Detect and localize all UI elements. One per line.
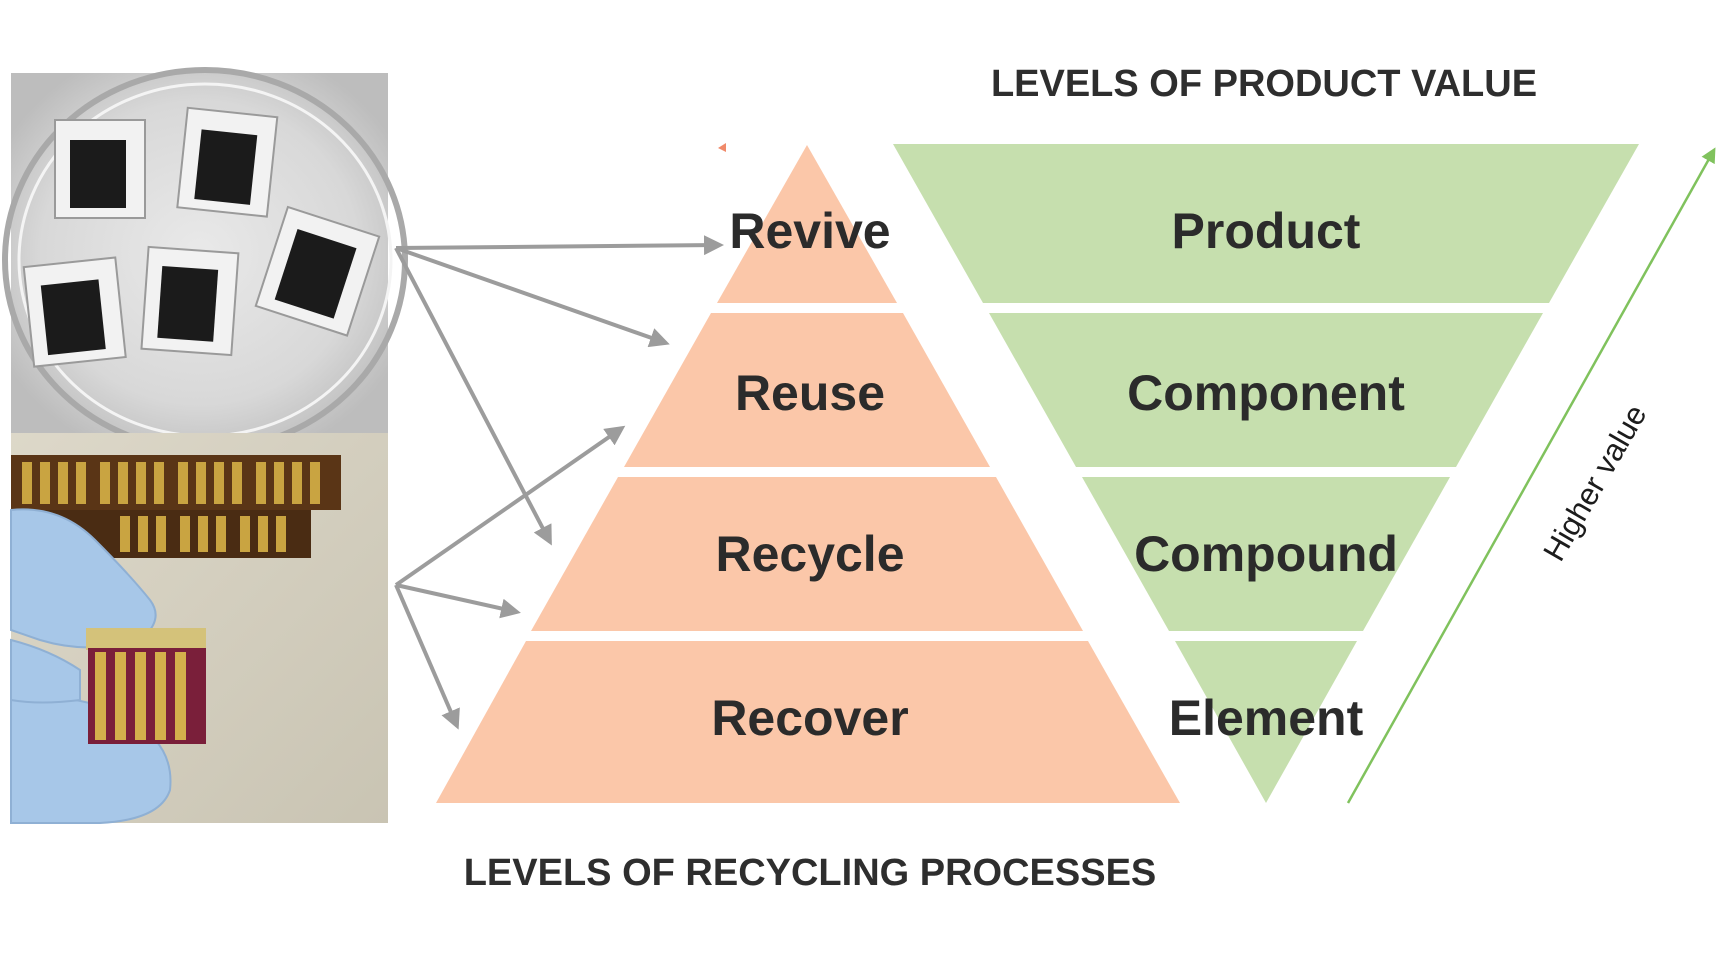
pyramid-level-recycle — [531, 477, 1083, 631]
heading-recycling-processes: LEVELS OF RECYCLING PROCESSES — [464, 852, 1157, 894]
recycling-pyramid — [436, 143, 1180, 803]
higher-value-label: Higher value — [1536, 399, 1653, 567]
pyramid-level-recover — [436, 641, 1180, 803]
label-revive: Revive — [729, 203, 890, 259]
value-pyramid — [893, 144, 1639, 803]
photo-devices-in-dish — [2, 67, 408, 453]
label-recover: Recover — [711, 690, 908, 746]
label-element: Element — [1169, 690, 1364, 746]
value-level-product — [893, 144, 1639, 303]
arrow-to-reuse — [395, 246, 670, 348]
device-sample-icon — [22, 256, 127, 368]
label-recycle: Recycle — [715, 526, 904, 582]
heading-product-value: LEVELS OF PRODUCT VALUE — [991, 63, 1537, 105]
arrow-to-recycle — [394, 247, 552, 546]
photo-gloved-hand-holding-cells — [10, 433, 388, 824]
arrow-to-recycle-lower — [395, 583, 521, 619]
product-level-labels: Product Component Compound Element — [1127, 203, 1405, 746]
gloved-hand-icon — [10, 508, 172, 824]
label-compound: Compound — [1134, 526, 1398, 582]
value-level-element — [1175, 641, 1357, 803]
device-sample-icon — [176, 106, 279, 218]
label-product: Product — [1172, 203, 1361, 259]
recycling-level-labels: Revive Reuse Recycle Recover — [711, 203, 908, 746]
higher-value-arrow-icon — [1346, 147, 1716, 804]
pyramid-level-reuse — [624, 313, 990, 467]
arrow-to-recover — [394, 584, 460, 730]
device-sample-icon — [254, 205, 381, 337]
device-sample-icon — [54, 119, 146, 219]
value-level-compound — [1082, 477, 1450, 631]
connector-arrows — [394, 235, 724, 730]
label-component: Component — [1127, 365, 1405, 421]
pyramid-level-revive — [717, 145, 897, 303]
value-level-component — [989, 313, 1543, 467]
arrow-to-revive — [395, 235, 724, 256]
held-solar-cell-icon — [86, 628, 206, 744]
device-sample-icon — [140, 245, 240, 357]
label-reuse: Reuse — [735, 365, 885, 421]
arrow-up-to-reuse — [394, 425, 626, 587]
small-marker-icon — [718, 143, 726, 152]
